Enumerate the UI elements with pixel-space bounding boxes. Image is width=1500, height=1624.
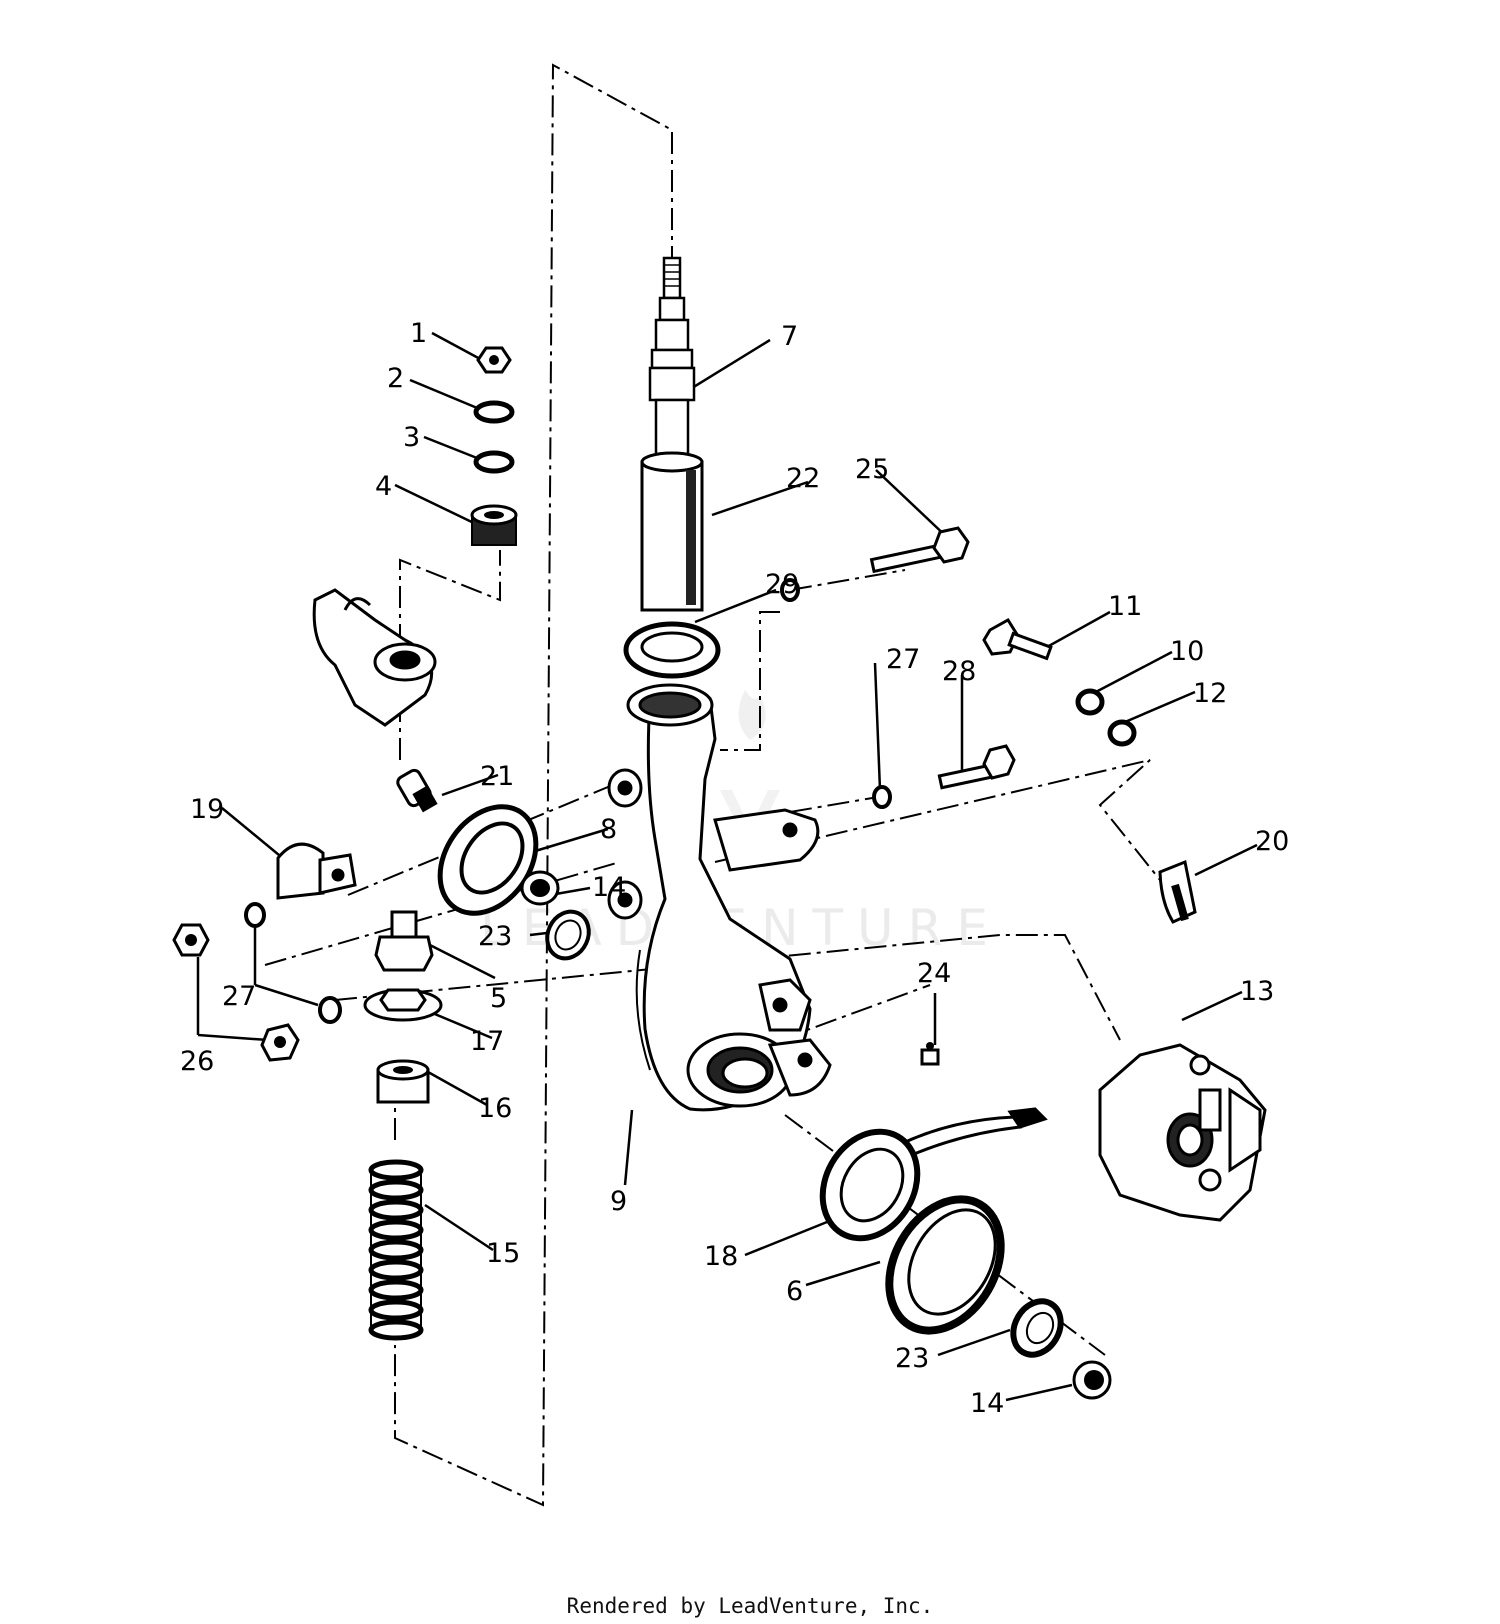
callout-23-lower: 23: [895, 1343, 929, 1374]
coil-spring: [368, 1159, 424, 1341]
bearing-cup-upper: [545, 909, 591, 961]
leader-lines: [196, 331, 1258, 1402]
frame-bracket: [312, 588, 437, 727]
callout-28: 28: [942, 656, 976, 687]
callout-27-left: 27: [222, 981, 256, 1012]
callout-29: 29: [765, 569, 799, 600]
caliper-flat-washer: [1107, 719, 1137, 747]
callout-8: 8: [600, 814, 617, 845]
callout-10: 10: [1170, 636, 1204, 667]
spindle-knuckle: [607, 683, 832, 1112]
key-link-line: [714, 759, 1161, 881]
callout-26: 26: [180, 1046, 214, 1077]
callout-4: 4: [375, 471, 392, 502]
callout-13: 13: [1240, 976, 1274, 1007]
top-nut: [476, 346, 512, 374]
callout-5: 5: [490, 983, 507, 1014]
callout-2: 2: [387, 363, 404, 394]
callout-19: 19: [190, 794, 224, 825]
bearing-ring: [885, 1195, 1005, 1335]
callout-27-right: 27: [886, 644, 920, 675]
oil-seal: [437, 804, 539, 916]
hex-nut-left-lower: [260, 1023, 300, 1062]
lower-bolt: [937, 744, 1016, 790]
cone-bearing-lower: [1072, 1360, 1112, 1400]
ring-washer: [623, 621, 721, 679]
callout-14-lower: 14: [970, 1388, 1004, 1419]
washer-left-lower: [318, 996, 342, 1024]
brake-drum-race: [819, 1128, 921, 1242]
callout-25: 25: [855, 454, 889, 485]
grease-link-line: [779, 984, 931, 1041]
bolt-axis-line: [720, 611, 780, 751]
callout-24: 24: [917, 958, 951, 989]
bracket-link-line: [347, 781, 621, 896]
callout-6: 6: [786, 1276, 803, 1307]
callouts: 1 2 3 4 5 6 7 8 9 10 11 12 13 14 14 15 1…: [180, 318, 1289, 1419]
washer-left-upper: [244, 902, 266, 928]
caliper-lock-washer: [1075, 688, 1105, 716]
caliper-bolt: [982, 617, 1053, 661]
mounting-clip: [276, 842, 357, 900]
callout-15: 15: [486, 1238, 520, 1269]
bolt25-axis: [789, 569, 906, 591]
callout-21: 21: [480, 761, 514, 792]
callout-17: 17: [470, 1026, 504, 1057]
callout-12: 12: [1193, 678, 1227, 709]
cone-bearing-upper: [520, 870, 560, 906]
callout-16: 16: [478, 1093, 512, 1124]
bolt-washer-upper: [780, 578, 800, 602]
brake-caliper: [1098, 1043, 1267, 1222]
callout-1: 1: [410, 318, 427, 349]
callout-18: 18: [704, 1241, 738, 1272]
render-credit: Rendered by LeadVenture, Inc.: [566, 1594, 934, 1618]
callout-14-upper: 14: [592, 872, 626, 903]
lower-link-line: [264, 861, 621, 966]
grease-fitting-lower: [920, 1042, 940, 1066]
lock-washer: [473, 450, 515, 474]
callout-22: 22: [786, 463, 820, 494]
callout-11: 11: [1108, 591, 1142, 622]
callout-20: 20: [1255, 826, 1289, 857]
callout-3: 3: [403, 422, 420, 453]
bolt-washer-mid: [872, 785, 892, 809]
bearing-cup-lower: [1010, 1298, 1064, 1358]
hex-nut-left-upper: [172, 923, 210, 957]
stud-shaft: [648, 256, 696, 462]
spacer-tube: [640, 451, 704, 612]
main-axis-line: [394, 63, 673, 1507]
adapter-fitting: [374, 910, 434, 972]
callout-23-upper: 23: [478, 921, 512, 952]
callout-7: 7: [781, 321, 798, 352]
bushing: [470, 504, 518, 546]
spring-collar: [376, 1059, 430, 1104]
grease-fitting-upper: [396, 768, 438, 813]
flange-locknut: [363, 988, 443, 1022]
flat-washer: [473, 400, 515, 424]
bracket-axis-line: [399, 550, 501, 760]
callout-9: 9: [610, 1186, 627, 1217]
brake-key: [1158, 859, 1197, 924]
upper-bolt: [869, 526, 970, 574]
